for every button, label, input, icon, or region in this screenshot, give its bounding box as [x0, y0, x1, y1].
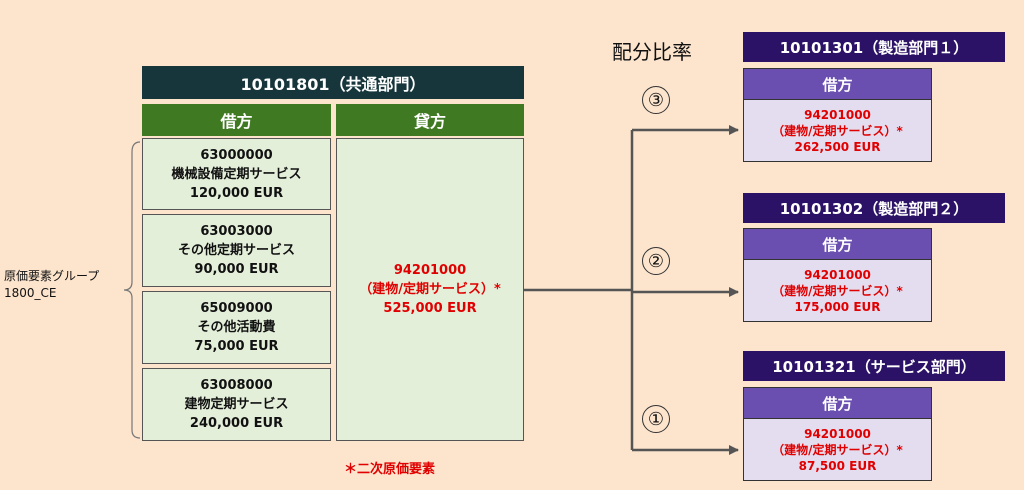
ratio-badge: ① [642, 405, 670, 433]
sender-credit-header: 貸方 [336, 104, 524, 136]
footnote: ＊二次原価要素 [344, 462, 436, 477]
receiver-item-name: （建物/定期サービス）* [772, 123, 903, 138]
debit-item-amount: 90,000 EUR [194, 262, 279, 277]
debit-item-code: 63008000 [200, 378, 273, 393]
debit-item-name: その他定期サービス [177, 243, 295, 258]
receiver-item-code: 94201000 [804, 107, 871, 122]
debit-item-name: 建物定期サービス [184, 397, 289, 412]
receiver-title: 10101302（製造部門２） [743, 193, 1005, 223]
receiver-debit-item: 94201000 （建物/定期サービス）* 87,500 EUR [743, 419, 932, 481]
debit-item: 63000000 機械設備定期サービス 120,000 EUR [142, 138, 331, 210]
receiver-debit-header: 借方 [743, 228, 932, 260]
credit-item: 94201000 （建物/定期サービス）* 525,000 EUR [336, 138, 524, 441]
ratio-badge: ③ [642, 86, 670, 114]
debit-item-name: その他活動費 [197, 320, 276, 335]
receiver-debit-header: 借方 [743, 68, 932, 100]
receiver-title: 10101321（サービス部門） [743, 351, 1005, 381]
receiver-item-name: （建物/定期サービス）* [772, 442, 903, 457]
debit-item: 65009000 その他活動費 75,000 EUR [142, 291, 331, 364]
credit-item-amount: 525,000 EUR [383, 301, 477, 316]
receiver-debit-header: 借方 [743, 387, 932, 419]
sender-cost-center-title: 10101801（共通部門） [142, 66, 524, 99]
receiver-item-amount: 262,500 EUR [794, 139, 881, 154]
receiver-item-amount: 175,000 EUR [794, 299, 881, 314]
group-code: 1800_CE [4, 286, 57, 300]
receiver-item-amount: 87,500 EUR [798, 458, 877, 473]
debit-item-code: 63003000 [200, 224, 273, 239]
ratio-badge: ② [642, 247, 670, 275]
debit-item-amount: 120,000 EUR [189, 185, 284, 201]
receiver-debit-item: 94201000 （建物/定期サービス）* 262,500 EUR [743, 100, 932, 162]
receiver-title: 10101301（製造部門１） [743, 32, 1005, 62]
group-brace [123, 141, 141, 439]
receiver-item-name: （建物/定期サービス）* [772, 283, 903, 298]
receiver-item-code: 94201000 [804, 267, 871, 282]
credit-item-name: （建物/定期サービス）* [359, 282, 501, 297]
debit-item: 63003000 その他定期サービス 90,000 EUR [142, 214, 331, 287]
debit-item-code: 65009000 [200, 301, 273, 316]
debit-item-code: 63000000 [200, 147, 273, 163]
debit-item-amount: 240,000 EUR [189, 416, 284, 431]
receiver-item-code: 94201000 [804, 426, 871, 441]
group-name: 原価要素グループ [4, 269, 100, 283]
debit-item-name: 機械設備定期サービス [171, 166, 302, 182]
sender-debit-header: 借方 [142, 104, 331, 136]
receiver-debit-item: 94201000 （建物/定期サービス）* 175,000 EUR [743, 260, 932, 322]
debit-item-amount: 75,000 EUR [194, 339, 279, 354]
cost-element-group-label: 原価要素グループ 1800_CE [4, 268, 99, 302]
allocation-ratio-label: 配分比率 [612, 40, 692, 64]
debit-item: 63008000 建物定期サービス 240,000 EUR [142, 368, 331, 441]
credit-item-code: 94201000 [393, 263, 467, 278]
